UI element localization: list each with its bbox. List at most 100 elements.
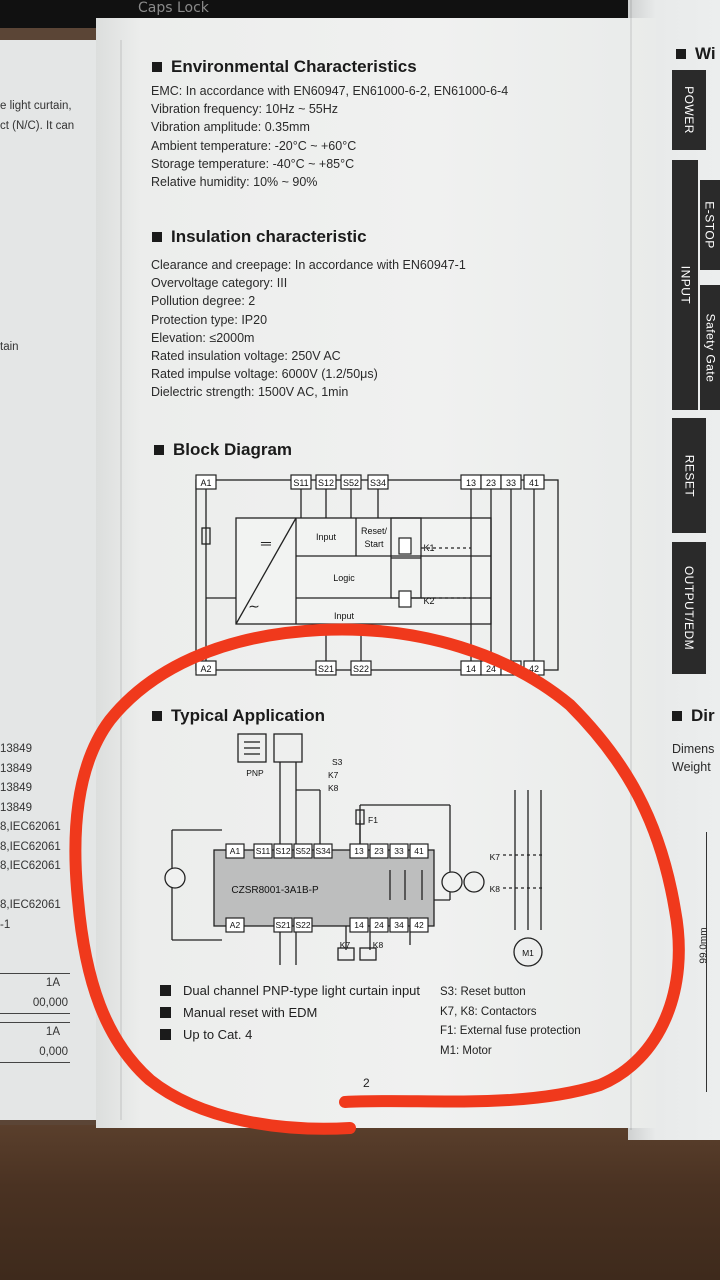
terminal-label: S11	[256, 846, 271, 856]
terminal-label: S52	[343, 478, 359, 488]
insulation-spec-list: Clearance and creepage: In accordance wi…	[151, 256, 466, 402]
terminal-label: 33	[394, 846, 404, 856]
terminal-label: 42	[414, 920, 424, 930]
right-panel-title: Wi	[695, 44, 716, 63]
f1-label: F1	[368, 815, 378, 825]
terminal-label: S12	[275, 846, 290, 856]
block-diagram-heading: Block Diagram	[154, 440, 292, 460]
logic-block-label: Logic	[333, 573, 355, 583]
insulation-title: Insulation characteristic	[171, 227, 367, 246]
dimensions-lines: Dimens Weight	[672, 740, 720, 776]
terminal-label: 42	[529, 664, 539, 674]
cut-line: e light curtain,	[0, 100, 72, 112]
tab-output-edm: OUTPUT/EDM	[672, 542, 706, 674]
left-column-top-text: e light curtain, ct (N/C). It can	[0, 97, 110, 136]
tab-input: INPUT	[672, 160, 698, 410]
terminal-label: 14	[466, 664, 476, 674]
dc-symbol-icon: ═	[260, 535, 271, 551]
fold-line	[630, 0, 632, 1130]
input-block-label: Input	[316, 532, 337, 542]
relay-label-k1: K1	[423, 543, 434, 553]
dimensions-heading: Dir	[672, 706, 715, 726]
motor-label: M1	[522, 948, 534, 958]
terminal-label: 33	[506, 478, 516, 488]
legend-item: F1: External fuse protection	[440, 1025, 581, 1037]
s3-label: S3	[332, 757, 343, 767]
relay-label-k2: K2	[423, 596, 434, 606]
terminal-label: A1	[230, 846, 241, 856]
caps-lock-key-label: Caps Lock	[138, 0, 209, 16]
cut-line: tain	[0, 341, 19, 353]
dimension-line: Weight	[672, 760, 711, 775]
input-block-label: Input	[334, 611, 355, 621]
left-column-value-table: 1A 00,000 1A 0,000	[0, 973, 70, 1063]
terminal-label: 14	[354, 920, 364, 930]
spec-line: Protection type: IP20	[151, 312, 268, 327]
terminal-label: S22	[353, 664, 369, 674]
spec-line: Clearance and creepage: In accordance wi…	[151, 258, 466, 272]
terminal-label: A2	[230, 920, 241, 930]
cut-line: 8,IEC62061	[0, 840, 61, 853]
feature-text: Dual channel PNP-type light curtain inpu…	[183, 983, 421, 998]
legend-list: S3: Reset button K7, K8: Contactors F1: …	[440, 983, 581, 1061]
cut-line: 13849	[0, 782, 32, 794]
typical-application-title: Typical Application	[171, 706, 325, 725]
cut-line: 8,IEC62061	[0, 821, 61, 833]
cut-line: ct (N/C). It can	[0, 119, 75, 132]
terminal-label: S12	[318, 478, 334, 488]
dimension-line: Dimens	[672, 742, 715, 756]
terminal-label: S22	[295, 920, 310, 930]
right-panel-heading: Wi	[676, 44, 716, 64]
tab-safety-gate: Safety Gate	[700, 285, 720, 410]
spec-line: Vibration frequency: 10Hz ~ 55Hz	[151, 102, 339, 117]
pnp-label: PNP	[246, 768, 264, 778]
spec-line: Elevation: ≤2000m	[151, 330, 255, 345]
k7-contact-label: K7	[490, 852, 501, 862]
feature-item: Manual reset with EDM	[160, 1002, 420, 1024]
terminal-label: 13	[354, 846, 364, 856]
spec-line: Storage temperature: -40°C ~ +85°C	[151, 156, 355, 171]
typical-application-heading: Typical Application	[152, 706, 325, 726]
terminal-label: S21	[275, 920, 290, 930]
ac-symbol-icon: ∼	[248, 598, 260, 614]
block-diagram-title: Block Diagram	[173, 440, 293, 459]
bullet-square-icon	[676, 49, 686, 59]
terminal-label: 41	[414, 846, 424, 856]
wiring-diagram: PNP S3 K7 K8 F1 A1 A2 S11 S12 S52 S34 S2…	[164, 733, 545, 967]
terminal-label: 23	[486, 478, 496, 488]
env-spec-list: EMC: In accordance with EN60947, EN61000…	[151, 82, 508, 191]
bullet-square-icon	[160, 1029, 171, 1040]
terminal-label: 41	[529, 478, 539, 488]
k7-label: K7	[328, 770, 339, 780]
terminal-label: A1	[200, 478, 211, 488]
contactor-coil-k7-icon	[337, 947, 355, 961]
dimension-line-marker	[706, 832, 707, 1092]
relay-model-label: CZSR8001-3A1B-P	[231, 885, 319, 896]
spec-line: Vibration amplitude: 0.35mm	[151, 120, 310, 135]
spec-line: Pollution degree: 2	[151, 294, 256, 309]
terminal-label: 34	[394, 920, 404, 930]
k8-contact-label: K8	[490, 884, 501, 894]
feature-list: Dual channel PNP-type light curtain inpu…	[160, 980, 420, 1046]
env-heading: Environmental Characteristics	[152, 57, 417, 77]
light-curtain-emitter-icon	[237, 733, 267, 763]
terminal-label: 23	[374, 846, 384, 856]
spec-line: Overvoltage category: III	[151, 276, 288, 291]
terminal-label: S52	[295, 846, 310, 856]
table-cell: 1A	[0, 1022, 70, 1043]
page-number: 2	[363, 1076, 370, 1090]
feature-item: Up to Cat. 4	[160, 1024, 420, 1046]
ground-icon	[441, 871, 463, 893]
relay-module	[213, 849, 435, 927]
table-cell: 0,000	[0, 1043, 70, 1063]
cut-line: 8,IEC62061	[0, 899, 61, 911]
legend-item: S3: Reset button	[440, 986, 526, 998]
bullet-square-icon	[152, 711, 162, 721]
tab-power: POWER	[672, 70, 706, 150]
cut-line: 13849	[0, 743, 32, 755]
light-curtain-receiver-icon	[273, 733, 303, 763]
cut-line: -1	[0, 918, 11, 931]
spec-line: EMC: In accordance with EN60947, EN61000…	[151, 84, 509, 98]
feature-item: Dual channel PNP-type light curtain inpu…	[160, 980, 420, 1002]
